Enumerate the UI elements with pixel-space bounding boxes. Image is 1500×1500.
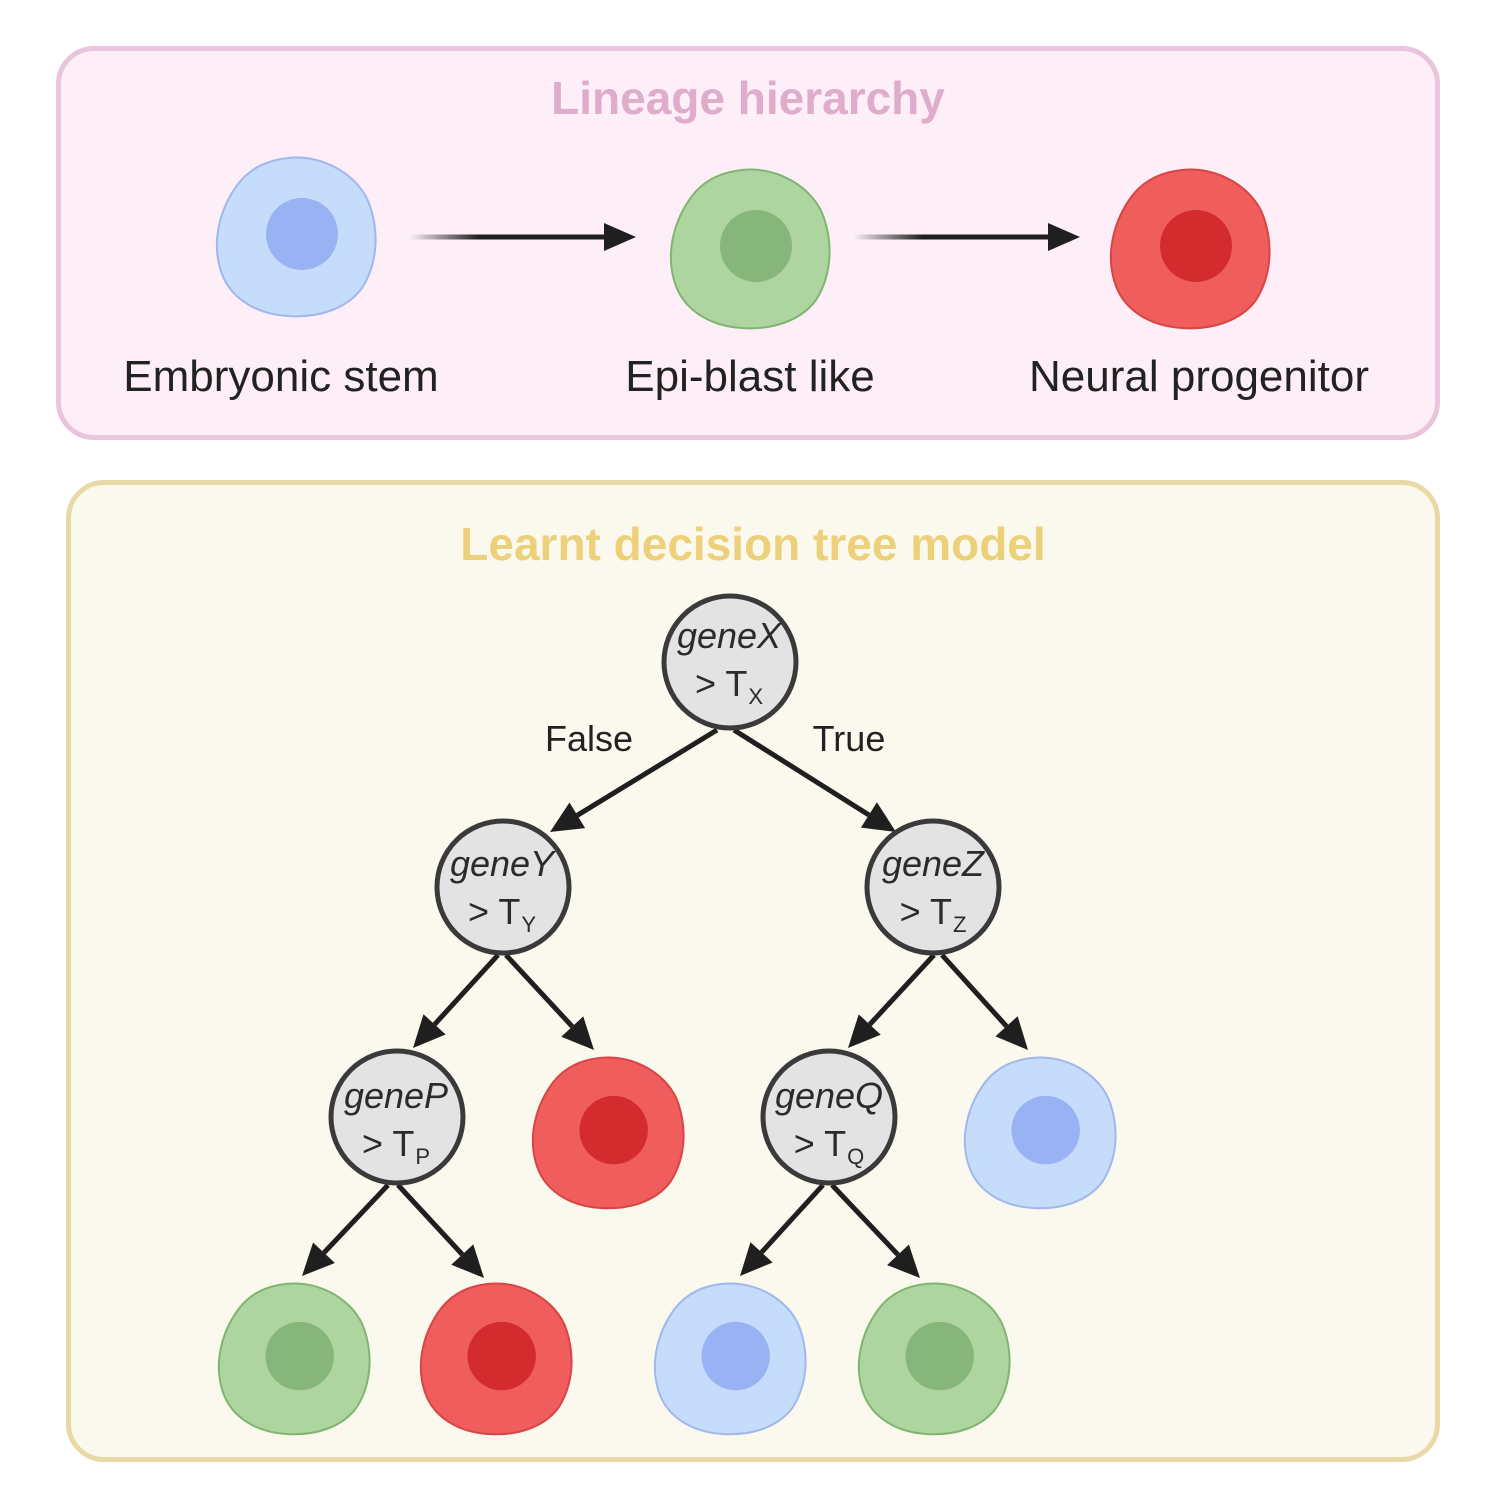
lineage-cell-neural-progenitor-nucleus	[1160, 210, 1232, 282]
edge-gene-p-false	[302, 1183, 390, 1276]
threshold-subscript-p: P	[415, 1144, 431, 1169]
leaf-cell-gene-y-true	[531, 1056, 685, 1210]
decision-tree-title: Learnt decision tree model	[460, 518, 1046, 570]
node-text-right: geneZ > TZ	[863, 843, 1003, 937]
edge-root-to-gene-y-head	[550, 802, 586, 832]
edge-gene-z-to-gene-q-head	[848, 1014, 881, 1048]
leaf-cell-gene-p-true	[419, 1282, 573, 1436]
leaf-cell-gene-q-false	[653, 1282, 807, 1436]
node-gene-q	[760, 1048, 898, 1186]
edge-gene-y-to-gene-p-shaft	[432, 953, 500, 1027]
edge-gene-z-to-leaf-shaft	[940, 953, 1009, 1028]
edge-gene-q-true-shaft	[830, 1183, 900, 1257]
edge-root-to-gene-z-shaft	[732, 727, 871, 818]
node-gene-y	[434, 818, 572, 956]
node-text-right-left: geneQ > TQ	[759, 1075, 899, 1169]
edge-gene-p-true-head	[451, 1244, 484, 1278]
edge-gene-y-to-gene-p	[413, 953, 500, 1048]
edge-gene-q-false-shaft	[759, 1183, 825, 1255]
edge-root-to-gene-y	[550, 727, 719, 832]
stage-label-epiblast-like: Epi-blast like	[625, 352, 875, 401]
edge-gene-z-to-leaf	[940, 953, 1028, 1050]
lineage-cell-embryonic-stem-nucleus	[266, 198, 338, 270]
leaf-cell-gene-q-true	[857, 1282, 1011, 1436]
leaf-cell-gene-q-false-nucleus	[701, 1321, 770, 1391]
threshold-subscript-x: X	[748, 684, 764, 709]
node-gene-right-left: geneQ	[774, 1075, 884, 1116]
edge-gene-p-false-shaft	[322, 1183, 390, 1255]
edge-root-to-gene-z-head	[860, 802, 896, 832]
lineage-cell-neural-progenitor	[1109, 168, 1271, 330]
lineage-cell-epiblast-like-nucleus	[720, 210, 792, 282]
node-gene-left: geneY	[449, 843, 555, 884]
stage-label-neural-progenitor: Neural progenitor	[1029, 352, 1369, 401]
edge-gene-q-false	[740, 1183, 825, 1276]
node-root-gene-x	[661, 593, 799, 731]
node-gene-left-left: geneP	[343, 1075, 449, 1116]
leaf-cell-gene-q-true-nucleus	[905, 1321, 974, 1391]
leaf-cell-gene-z-true-nucleus	[1011, 1095, 1080, 1165]
lineage-arrow-1	[410, 223, 636, 251]
node-text-root: geneX > TX	[659, 615, 799, 709]
leaf-cell-gene-p-true-nucleus	[467, 1321, 536, 1391]
branch-label-false: False	[544, 718, 634, 759]
branch-label-true: True	[812, 718, 886, 759]
leaf-cell-gene-z-true	[963, 1056, 1117, 1210]
stage-label-embryonic-stem: Embryonic stem	[123, 352, 439, 401]
node-gene-p	[328, 1048, 466, 1186]
leaf-cell-gene-p-false-nucleus	[265, 1321, 334, 1391]
edge-gene-q-false-head	[740, 1242, 773, 1276]
edge-gene-y-to-gene-p-head	[413, 1014, 446, 1048]
node-condition-right: > TZ	[899, 891, 967, 937]
leaf-cell-gene-p-false	[217, 1282, 371, 1436]
threshold-subscript-z: Z	[952, 912, 967, 937]
edge-gene-z-to-leaf-head	[995, 1016, 1028, 1050]
lineage-cell-embryonic-stem	[215, 156, 377, 318]
lineage-cell-epiblast-like	[669, 168, 831, 330]
edge-gene-y-to-leaf-shaft	[504, 953, 575, 1029]
node-gene-z	[864, 818, 1002, 956]
edge-gene-y-to-leaf	[504, 953, 594, 1050]
lineage-arrow-2	[854, 223, 1080, 251]
edge-gene-q-true-head	[887, 1244, 920, 1278]
lineage-title: Lineage hierarchy	[551, 72, 945, 124]
threshold-subscript-y: Y	[521, 912, 537, 937]
node-text-left: geneY > TY	[432, 843, 572, 937]
leaf-cell-gene-y-true-nucleus	[579, 1095, 648, 1165]
node-gene-root: geneX	[676, 615, 782, 656]
edge-gene-y-to-leaf-head	[561, 1016, 594, 1050]
edge-root-to-gene-y-shaft	[576, 727, 719, 818]
node-condition-right-left: > TQ	[793, 1123, 865, 1169]
lineage-arrow-1-head	[604, 223, 636, 251]
edge-root-to-gene-z	[732, 727, 896, 832]
threshold-subscript-q: Q	[847, 1144, 865, 1169]
edge-gene-p-true	[396, 1183, 484, 1278]
node-condition-left: > TY	[467, 891, 537, 937]
edge-gene-p-false-head	[302, 1242, 335, 1276]
lineage-arrow-2-shaft	[854, 234, 1050, 240]
node-condition-root: > TX	[694, 663, 764, 709]
edge-gene-z-to-gene-q	[848, 953, 936, 1048]
lineage-arrow-2-head	[1048, 223, 1080, 251]
edge-gene-z-to-gene-q-shaft	[867, 953, 936, 1027]
node-text-left-left: geneP > TP	[326, 1075, 466, 1169]
node-condition-left-left: > TP	[361, 1123, 431, 1169]
node-gene-right: geneZ	[881, 843, 985, 884]
edge-gene-q-true	[830, 1183, 920, 1278]
edge-gene-p-true-shaft	[396, 1183, 465, 1257]
lineage-arrow-1-shaft	[410, 234, 606, 240]
